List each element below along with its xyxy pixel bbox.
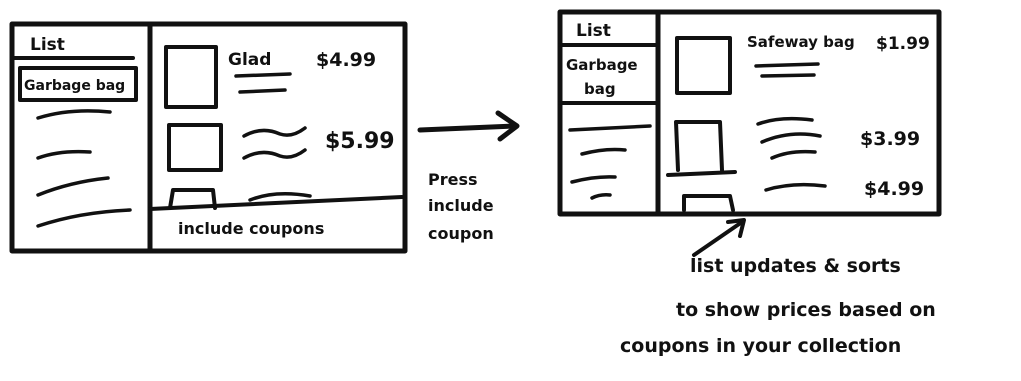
after-selected-item-label-2[interactable]: bag	[584, 80, 616, 98]
before-product-thumbnail	[164, 45, 218, 109]
after-product-price: $1.99	[876, 34, 930, 54]
after-sidebar-item-placeholder[interactable]	[568, 124, 652, 132]
after-product-name: Safeway bag	[747, 33, 855, 51]
after-product-description	[770, 149, 817, 160]
before-sidebar-item-placeholder[interactable]	[36, 208, 132, 228]
after-product-description	[764, 182, 827, 192]
annotation: list updates & sorts to show prices base…	[620, 218, 936, 357]
before-product-description	[242, 126, 307, 138]
before-sidebar-item-placeholder[interactable]	[36, 149, 92, 160]
before-sidebar-title: List	[30, 35, 65, 55]
after-selected-item-label-1[interactable]: Garbage	[566, 56, 638, 74]
after-sidebar-item-placeholder[interactable]	[590, 193, 612, 200]
after-product-description	[756, 116, 814, 126]
before-sidebar-item-placeholder[interactable]	[36, 109, 112, 120]
before-product-description	[234, 72, 292, 78]
before-product-thumbnail	[167, 123, 223, 172]
before-sidebar-item-placeholder[interactable]	[36, 176, 110, 197]
after-sidebar-title: List	[576, 21, 611, 41]
before-product-name: Glad	[228, 50, 271, 70]
before-window-frame	[9, 21, 408, 254]
arrow-head-icon	[495, 110, 520, 142]
before-selected-item-box[interactable]	[18, 66, 138, 102]
before-screen: List Garbage bag Glad $4.99 $5.99 includ…	[9, 21, 408, 254]
annotation-line-1: list updates & sorts	[690, 255, 901, 277]
after-product-thumbnail	[682, 194, 735, 212]
after-row-divider	[666, 170, 737, 177]
after-window-frame	[557, 9, 942, 217]
after-product-description	[760, 73, 816, 78]
transition-note: Press include coupon	[428, 170, 499, 243]
before-product-thumbnail	[168, 188, 217, 210]
annotation-arrow-icon	[692, 220, 744, 257]
arrow-icon	[417, 123, 518, 133]
after-product-thumbnail	[675, 36, 732, 95]
after-sidebar-item-placeholder[interactable]	[580, 147, 627, 156]
after-product-description	[760, 132, 822, 144]
after-product-price: $4.99	[864, 178, 924, 200]
after-screen: List Garbage bag Safeway bag $1.99 $3.99…	[557, 9, 942, 217]
after-sidebar-item-placeholder[interactable]	[570, 175, 617, 184]
after-product-description	[754, 62, 820, 68]
before-selected-item-label: Garbage bag	[24, 78, 125, 94]
before-product-description	[238, 88, 287, 94]
annotation-line-2: to show prices based on	[676, 299, 936, 321]
transition: Press include coupon	[417, 110, 520, 243]
after-product-price: $3.99	[860, 128, 920, 150]
include-coupons-button[interactable]: include coupons	[178, 219, 324, 238]
annotation-arrow-head-icon	[726, 218, 746, 238]
before-product-price: $5.99	[325, 129, 395, 154]
before-footer-divider	[148, 195, 404, 211]
before-product-description	[242, 148, 307, 160]
after-product-thumbnail	[674, 120, 724, 172]
before-product-description	[248, 192, 312, 202]
annotation-line-3: coupons in your collection	[620, 335, 901, 357]
before-product-price: $4.99	[316, 49, 376, 71]
